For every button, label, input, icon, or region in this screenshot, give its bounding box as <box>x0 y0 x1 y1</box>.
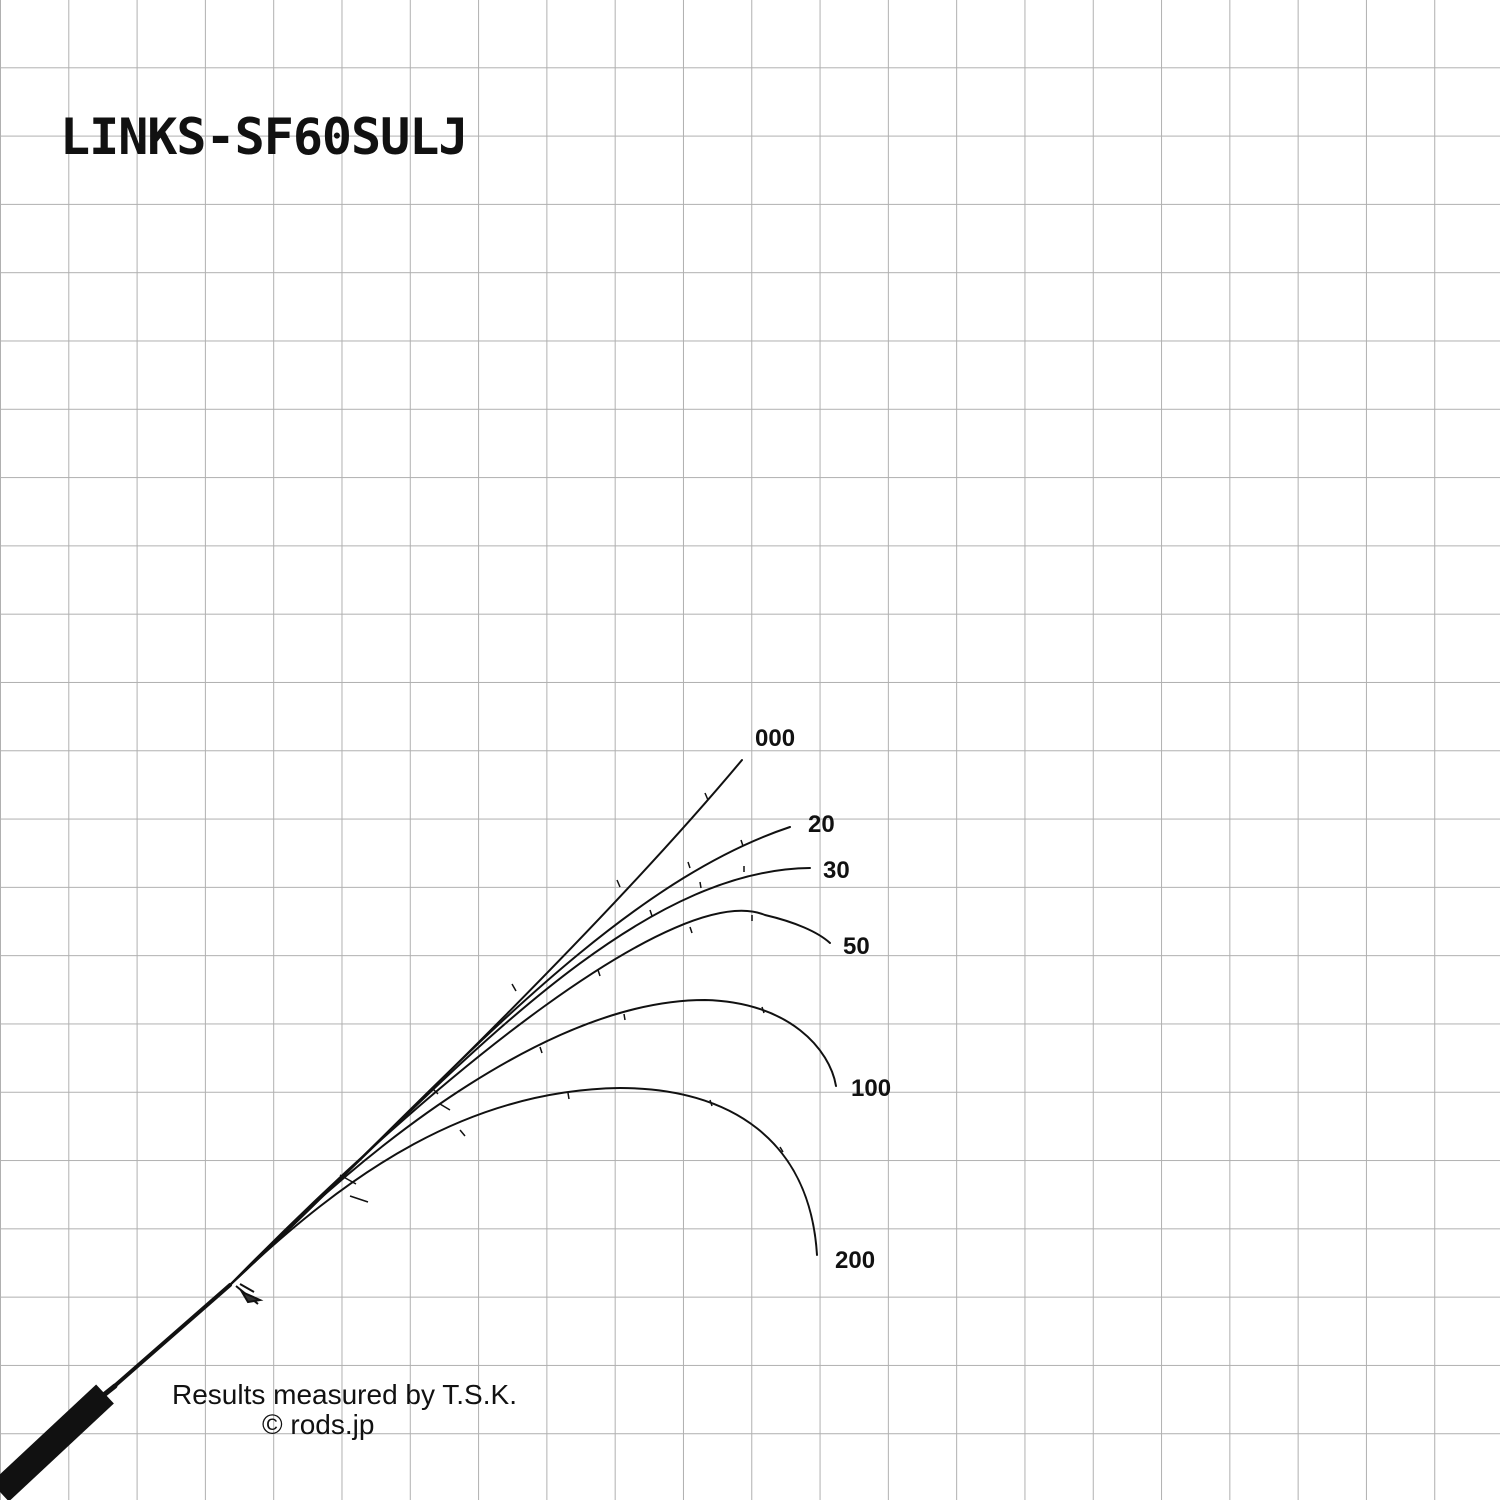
load-label-000: 000 <box>755 725 796 752</box>
rod-curve-30 <box>229 867 811 1286</box>
load-label-50: 50 <box>843 933 870 960</box>
copyright-credit: © rods.jp <box>262 1409 375 1440</box>
load-label-30: 30 <box>823 857 850 884</box>
rod-curve-000 <box>229 759 743 1286</box>
reel-seat <box>235 1283 264 1305</box>
rod-curve-200 <box>229 1086 818 1286</box>
line-guides <box>339 792 784 1203</box>
measured-by-credit: Results measured by T.S.K. <box>172 1379 517 1410</box>
rod-butt-section <box>108 1283 232 1392</box>
rod-curve-20 <box>229 826 791 1286</box>
rod-curve-50 <box>229 909 831 1286</box>
page-title: LINKS-SF60SULJ <box>60 108 468 166</box>
rod-grip <box>0 1384 114 1500</box>
rod-curve-100 <box>229 998 837 1286</box>
load-label-20: 20 <box>808 811 835 838</box>
load-label-100: 100 <box>851 1075 892 1102</box>
load-label-200: 200 <box>835 1247 876 1274</box>
